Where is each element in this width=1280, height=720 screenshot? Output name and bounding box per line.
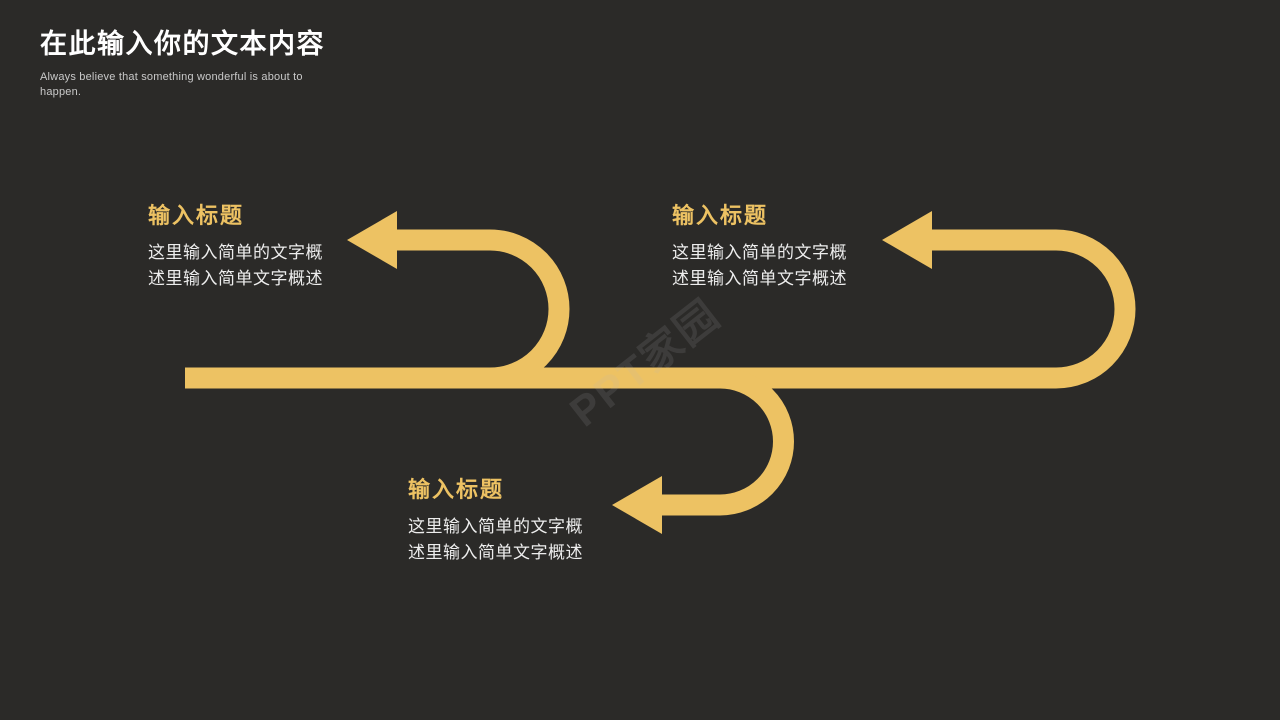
- text-block-2: 输入标题 这里输入简单的文字概述里输入简单文字概述: [672, 203, 902, 292]
- item-body: 这里输入简单的文字概述里输入简单文字概述: [148, 243, 323, 289]
- page-title: 在此输入你的文本内容: [40, 29, 325, 59]
- page-subtitle: Always believe that something wonderful …: [40, 70, 303, 98]
- item-body: 这里输入简单的文字概述里输入简单文字概述: [408, 517, 583, 563]
- branch-arrow-3: [660, 367, 794, 516]
- text-block-3: 输入标题 这里输入简单的文字概述里输入简单文字概述: [408, 477, 638, 566]
- item-body: 这里输入简单的文字概述里输入简单文字概述: [672, 243, 847, 289]
- item-title: 输入标题: [672, 203, 769, 228]
- text-block-1: 输入标题 这里输入简单的文字概述里输入简单文字概述: [148, 203, 378, 292]
- item-title: 输入标题: [408, 477, 505, 502]
- watermark: PPT家园: [561, 290, 729, 436]
- branch-arrow-1: [395, 229, 570, 389]
- branch-arrow-2: [930, 229, 1136, 389]
- item-title: 输入标题: [148, 203, 245, 228]
- slide-header: 在此输入你的文本内容 Always believe that something…: [40, 28, 460, 99]
